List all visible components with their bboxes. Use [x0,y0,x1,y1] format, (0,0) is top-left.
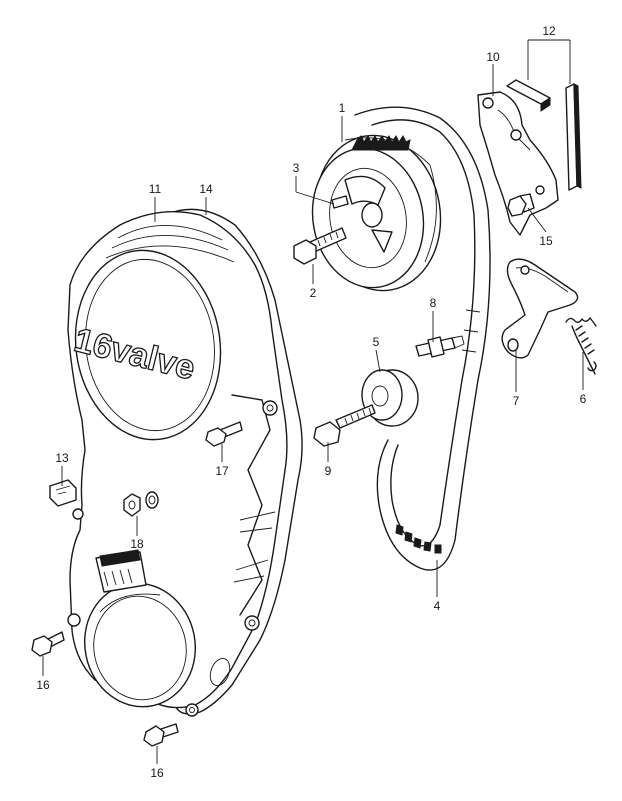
callout-14: 14 [199,182,213,196]
callout-1: 1 [339,101,346,115]
callout-16-left: 16 [36,678,50,692]
callout-16-bottom: 16 [150,766,164,780]
tensioner-plate [501,258,579,359]
callout-5: 5 [373,335,380,349]
callout-9: 9 [325,464,332,478]
camshaft-pulley [311,134,442,292]
seal-strips [506,79,582,191]
cam-pulley-bolt [293,227,347,265]
timing-belt [354,106,491,571]
callout-15: 15 [539,234,553,248]
callout-2: 2 [310,286,317,300]
leader-lines [42,39,584,764]
callout-18: 18 [130,537,144,551]
callout-17: 17 [215,464,229,478]
tensioner-pulley [361,369,419,427]
callout-11: 11 [149,182,162,196]
callout-13: 13 [55,451,69,465]
inside-cover-bracket [477,91,559,236]
callout-8: 8 [430,296,437,310]
callout-6: 6 [580,392,587,406]
tensioner-stud [415,335,465,358]
cover-bolt-16-bottom [143,723,179,747]
clip [49,479,77,507]
cover-bolt-17 [205,421,243,447]
callout-12: 12 [542,24,556,38]
tensioner-spring [565,317,597,375]
bracket-bolt [507,193,535,217]
callout-numbers: 1 2 3 4 5 6 7 8 9 10 11 12 13 14 15 16 1… [36,24,586,780]
callout-7: 7 [513,394,520,408]
pulley-pin [331,195,349,209]
callout-10: 10 [486,50,500,64]
cover-bolt-16-left [31,631,65,657]
nut-washer [123,491,159,517]
tensioner-bolt [313,404,376,447]
timing-belt-cover: 16valve [67,208,303,717]
callout-3: 3 [293,161,300,175]
callout-4: 4 [434,599,441,613]
